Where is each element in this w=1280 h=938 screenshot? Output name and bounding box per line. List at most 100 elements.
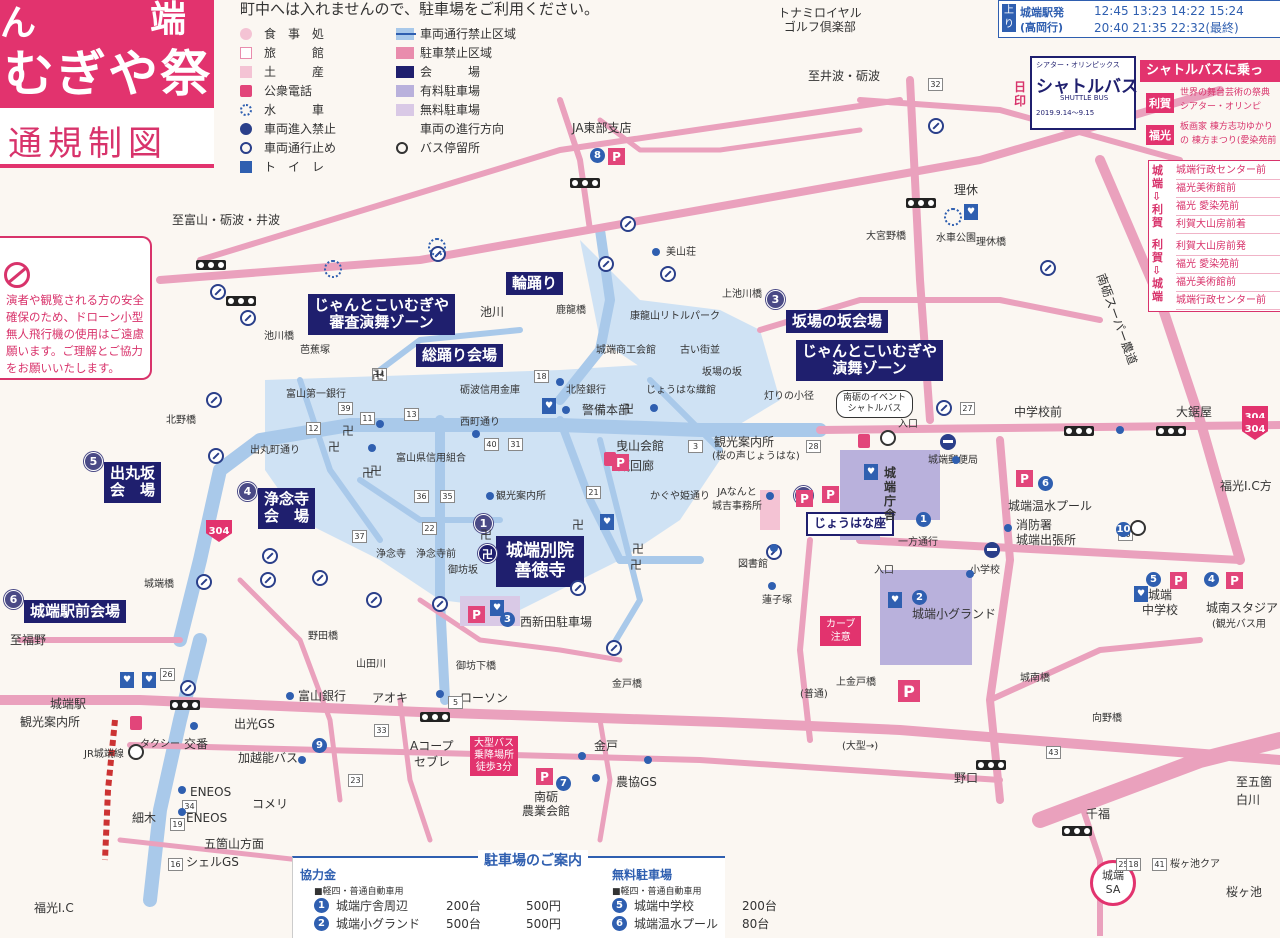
place-ja_nanto: JAなんと 城吉事務所 (712, 487, 762, 512)
place-shimizu_gs: 出光GS (234, 717, 275, 731)
venue-3-sakaba[interactable]: 坂場の坂会場 (786, 310, 889, 334)
place-kanko_sub: (桜の声じょうはな) (712, 451, 800, 462)
place-to_goka: 至五箇 (1236, 775, 1273, 789)
place-riku_bashi: 理休橋 (976, 237, 1006, 248)
route-badge: 35 (440, 490, 455, 503)
place-eneos1: ENEOS (190, 785, 232, 799)
venue-wa-odori[interactable]: 輪踊り (506, 272, 564, 296)
shuttle-row-fukumitsu-tag: 福光 (1146, 125, 1174, 145)
place-to_fukumitsu: 至福野 (10, 633, 47, 647)
parking-icon: P (898, 680, 920, 702)
place-toshokan: 図書館 (738, 559, 768, 570)
place-kamiikekawa: 上池川橋 (722, 289, 762, 300)
route1-stop: 利賀大山房前着 (1176, 220, 1280, 234)
no-entry-icon (240, 310, 256, 326)
parking-kyoryoku-type: ■軽四・普通自動車用 (314, 887, 404, 897)
location-dot (178, 808, 186, 816)
free-parking-type: ■軽四・普通自動車用 (612, 887, 702, 897)
no-entry-icon (210, 284, 226, 300)
location-dot (486, 492, 494, 500)
parking-number-1: 1 (916, 512, 931, 527)
venue-5-demaruzaka[interactable]: 出丸坂 会 場 (104, 462, 162, 503)
legend-water-icon (240, 104, 252, 116)
place-kanedo: 金戸 (594, 739, 619, 753)
location-dot (1004, 524, 1012, 532)
traffic-signal (570, 178, 600, 188)
route-badge: 32 (928, 78, 943, 91)
legend-label-free-parking: 無料駐車場 (420, 103, 481, 117)
no-entry-icon (606, 640, 622, 656)
no-entry-icon (312, 570, 328, 586)
place-ikekawa_bashi: 池川橋 (264, 331, 294, 342)
venue-1-zentokuji[interactable]: 城端別院 善徳寺 (496, 536, 584, 588)
traffic-signal (226, 296, 256, 306)
no-entry-icon (208, 448, 224, 464)
phone-icon (858, 434, 870, 448)
location-dot (436, 690, 444, 698)
venue-so-odori[interactable]: 総踊り会場 (416, 344, 504, 368)
place-riku: 理休 (954, 183, 979, 197)
venue-shinsa-zone[interactable]: じゃんとこいむぎや 審査演舞ゾーン (308, 294, 456, 335)
shuttle-ticket-top: シアター・オリンピックス (1036, 61, 1120, 69)
place-jonenji_zaka: 浄念寺前 (416, 549, 456, 560)
venue-1-number: 1 (474, 514, 493, 533)
route-badge: 3 (688, 440, 703, 453)
shuttle-row-fukumitsu: 板画家 棟方志功ゆかりの 棟方まつり(愛染苑前 (1180, 122, 1277, 146)
route-badge: 37 (352, 530, 367, 543)
free-parking-cap: 80台 (742, 917, 770, 931)
place-jr_line: JR城端線 (84, 749, 124, 760)
parking-icon: P (1226, 572, 1243, 589)
toilet-icon: ♥ (490, 600, 504, 616)
legend-inn-icon (240, 47, 252, 59)
place-furui_kaido: 古い街並 (680, 345, 720, 356)
timetable-direction: (高岡行) (1020, 21, 1064, 34)
toilet-icon: ♥ (964, 204, 978, 220)
place-hokuriku_bank: 北陸銀行 (566, 385, 606, 396)
legend-parking-prohibited (396, 47, 414, 59)
route-badge: 26 (160, 668, 175, 681)
route-badge: 28 (806, 440, 821, 453)
paid-parking-cap: 200台 (446, 899, 481, 913)
route-badge: 18 (534, 370, 549, 383)
route-badge: 11 (360, 412, 375, 425)
water-icon (428, 238, 446, 256)
place-shell: シェルGS (186, 855, 239, 869)
place-rinryu_bashi: 鹿龍橋 (556, 305, 586, 316)
free-parking-name: 城端温水プール (634, 917, 719, 931)
traffic-signal (170, 700, 200, 710)
place-demarudori: 出丸町通り (250, 445, 300, 456)
location-dot (1116, 426, 1124, 434)
legend-label-phone-icon: 公衆電話 (264, 84, 313, 98)
shuttle-row-toga-tag: 利賀 (1146, 93, 1174, 113)
legend-label-toilet-icon: ト イ レ (264, 160, 325, 174)
place-iriguchi1: 入口 (898, 419, 918, 430)
venue-enbu-zone[interactable]: じゃんとこいむぎや 演舞ゾーン (796, 340, 944, 381)
legend-label-closed-area: 車両通行禁止区域 (420, 27, 517, 41)
route1-stop: 福光 愛染苑前 (1176, 202, 1280, 216)
temple-icon: 卍 (362, 466, 375, 480)
temple-icon: 卍 (370, 464, 383, 478)
parking-icon: P (608, 148, 625, 165)
no-entry-icon (366, 592, 382, 608)
no-entry-icon (206, 392, 222, 408)
place-shokokai: 城端商工会館 (596, 345, 656, 356)
place-gobo_shitabashi: 御坊下橋 (456, 661, 496, 672)
toilet-icon: ♥ (1134, 586, 1148, 602)
parking-number-6: 6 (1038, 476, 1053, 491)
shuttle-ticket-subtitle: SHUTTLE BUS (1060, 94, 1109, 102)
venue-6-station[interactable]: 城端駅前会場 (24, 600, 127, 624)
legend-label-food-icon: 食 事 処 (264, 27, 325, 41)
venue-2-johanaza[interactable]: じょうはな座 (806, 512, 895, 536)
venue-4-jonenji[interactable]: 浄念寺 会 場 (258, 488, 316, 529)
place-hikiyama: 曳山会館 (616, 439, 665, 453)
legend-bus-stop-icon (396, 142, 408, 154)
route-badge: 41 (1152, 858, 1167, 871)
place-mukaino: 向野橋 (1092, 713, 1122, 724)
drone-notice-box (0, 236, 152, 380)
free-parking-cap: 200台 (742, 899, 777, 913)
shuttle-header: シャトルバスに乗っ (1140, 60, 1280, 82)
shuttle-row-toga: 世界の舞台芸術の祭典 シアター・オリンピ (1180, 88, 1271, 112)
